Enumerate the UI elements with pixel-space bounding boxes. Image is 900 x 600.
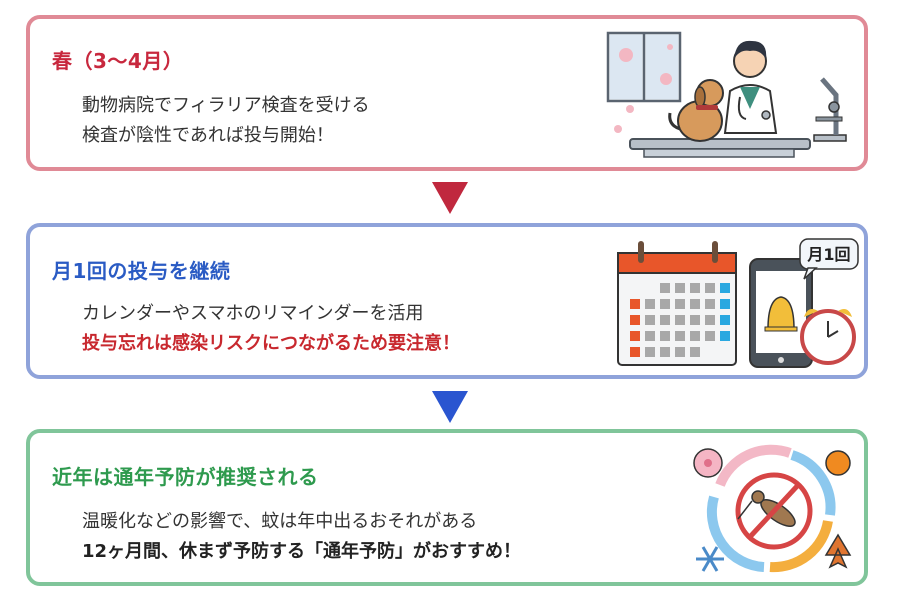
warning-line: 投与忘れは感染リスクにつながるため要注意！: [82, 333, 460, 354]
recommendation-line: 12ヶ月間、休まず予防する「通年予防」がおすすめ！: [82, 541, 522, 562]
step-line: カレンダーやスマホのリマインダーを活用: [82, 303, 424, 324]
step-title: 春（3〜4月）: [52, 49, 184, 73]
down-triangle-icon: [432, 391, 468, 423]
vet-examining-dog-icon: [606, 31, 847, 158]
step-title: 月1回の投与を継続: [52, 259, 231, 283]
down-triangle-icon: [432, 182, 468, 214]
step-line: 検査が陰性であれば投与開始！: [82, 125, 334, 146]
step-spring: 春（3〜4月） 動物病院でフィラリア検査を受ける 検査が陰性であれば投与開始！: [26, 15, 868, 171]
step-line: 動物病院でフィラリア検査を受ける: [82, 95, 370, 116]
calendar-phone-alarm-icon: 月1回: [617, 238, 859, 368]
bubble-label: 月1回: [806, 245, 850, 264]
no-mosquito-seasons-cycle-icon: [693, 444, 852, 573]
step-monthly: 月1回の投与を継続 カレンダーやスマホのリマインダーを活用 投与忘れは感染リスク…: [26, 223, 868, 379]
step-line: 温暖化などの影響で、蚊は年中出るおそれがある: [82, 511, 478, 532]
step-year-round: 近年は通年予防が推奨される 温暖化などの影響で、蚊は年中出るおそれがある 12ヶ…: [26, 429, 868, 586]
step-title: 近年は通年予防が推奨される: [52, 465, 319, 489]
